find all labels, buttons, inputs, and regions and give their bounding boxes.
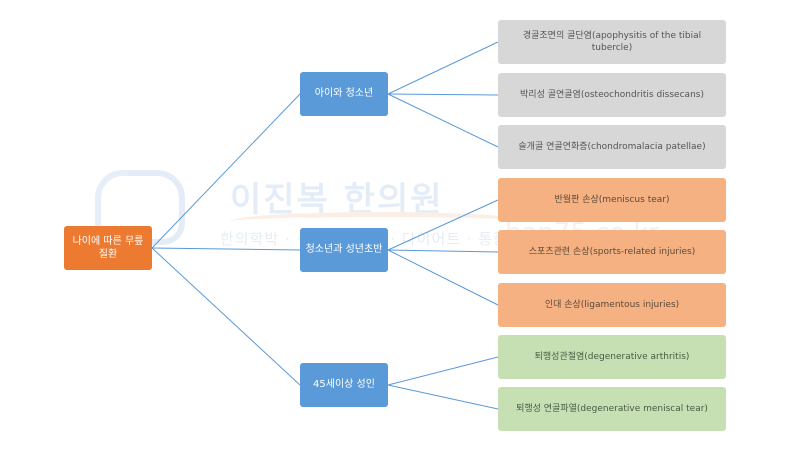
group-to-leaf-line bbox=[387, 199, 499, 251]
group-to-leaf-line bbox=[387, 93, 499, 148]
leaf-node: 스포츠관련 손상(sports-related injuries) bbox=[498, 230, 726, 274]
group-node: 아이와 청소년 bbox=[300, 72, 388, 116]
group-to-leaf-line bbox=[387, 249, 499, 253]
leaf-node: 퇴행성 연골파열(degenerative meniscal tear) bbox=[498, 387, 726, 431]
group-to-leaf-line bbox=[387, 93, 499, 96]
leaf-node: 슬개골 연골연화증(chondromalacia patellae) bbox=[498, 125, 726, 169]
root-to-group-line bbox=[151, 247, 301, 386]
group-to-leaf-line bbox=[387, 356, 499, 386]
group-node: 45세이상 성인 bbox=[300, 363, 388, 407]
group-to-leaf-line bbox=[387, 384, 499, 410]
group-to-leaf-line bbox=[387, 249, 499, 306]
leaf-node: 퇴행성관절염(degenerative arthritis) bbox=[498, 335, 726, 379]
leaf-node: 인대 손상(ligamentous injuries) bbox=[498, 283, 726, 327]
group-to-leaf-line bbox=[387, 41, 499, 95]
root-node: 나이에 따른 무릎 질환 bbox=[64, 226, 152, 270]
leaf-node: 반월판 손상(meniscus tear) bbox=[498, 178, 726, 222]
leaf-node: 경골조면의 골단염(apophysitis of the tibial tube… bbox=[498, 20, 726, 64]
leaf-node: 박리성 골연골염(osteochondritis dissecans) bbox=[498, 73, 726, 117]
root-to-group-line bbox=[151, 247, 301, 251]
root-to-group-line bbox=[151, 93, 301, 249]
group-node: 청소년과 성년초반 bbox=[300, 228, 388, 272]
